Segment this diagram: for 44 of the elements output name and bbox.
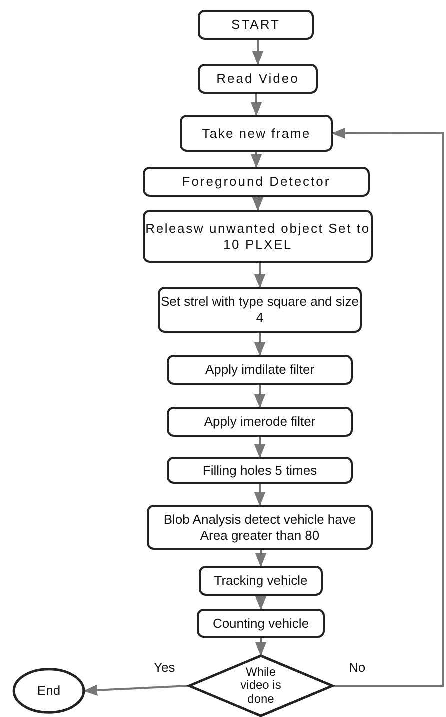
edge-label: Yes	[152, 660, 178, 675]
arrow	[252, 40, 264, 66]
arrow	[84, 684, 188, 696]
arrow	[332, 128, 444, 687]
arrow	[255, 550, 267, 568]
process-box	[199, 566, 323, 596]
arrow	[254, 263, 266, 288]
step-text: Read Video	[216, 71, 300, 87]
process-box	[147, 505, 373, 550]
step-text: Take new frame	[202, 126, 311, 142]
step-text: Counting vehicle	[212, 616, 310, 632]
arrow	[255, 638, 267, 656]
arrow	[255, 596, 267, 610]
step-text: Apply imdilate filter	[205, 362, 315, 378]
arrow	[250, 94, 262, 116]
step-text: While video is done	[240, 666, 282, 706]
arrow	[254, 484, 266, 506]
step-text: Blob Analysis detect vehicle have Area greater than 80	[162, 512, 358, 544]
process-box	[167, 355, 353, 385]
process-box	[158, 287, 362, 333]
process-box	[198, 10, 314, 40]
arrow	[250, 152, 262, 168]
edge-label: No	[347, 660, 368, 675]
arrow	[254, 333, 266, 356]
process-box	[143, 210, 373, 263]
arrow	[254, 385, 266, 408]
arrow	[252, 197, 264, 212]
step-text: End	[37, 683, 61, 699]
process-box	[180, 115, 333, 152]
step-text: Set strel with type square and size 4	[160, 294, 360, 326]
process-box	[167, 457, 353, 484]
process-box	[143, 167, 370, 197]
step-text: Apply imerode filter	[204, 414, 316, 430]
step-text: Releasw unwanted object Set to 10 PLXEL	[145, 220, 371, 252]
step-text: Foreground Detector	[182, 174, 331, 190]
process-box	[198, 64, 318, 94]
step-text: Tracking vehicle	[214, 573, 308, 589]
terminal-ellipse	[13, 668, 85, 714]
arrow	[254, 437, 266, 458]
process-box	[167, 407, 353, 437]
step-text: Filling holes 5 times	[202, 462, 318, 478]
step-text: START	[232, 17, 280, 33]
process-box	[197, 609, 325, 638]
decision-diamond	[188, 655, 334, 717]
